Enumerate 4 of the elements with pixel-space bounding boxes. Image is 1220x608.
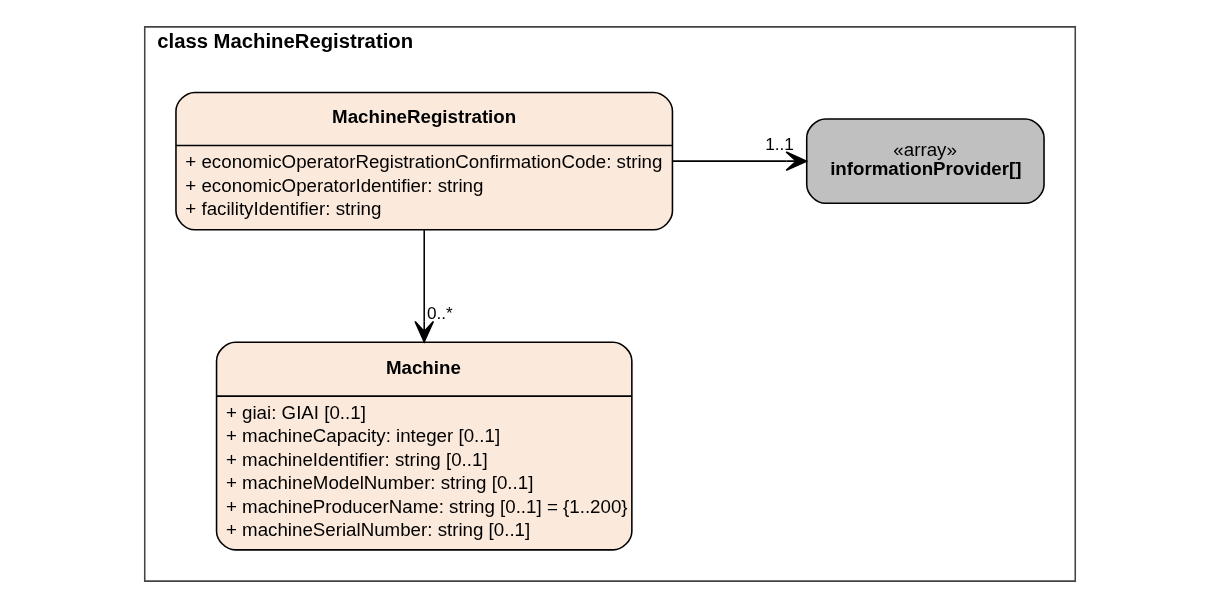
- edge-label: 0..*: [426, 303, 453, 324]
- arrow: [414, 229, 435, 343]
- edge-label: 1..1: [765, 133, 794, 154]
- arrow: [672, 151, 808, 172]
